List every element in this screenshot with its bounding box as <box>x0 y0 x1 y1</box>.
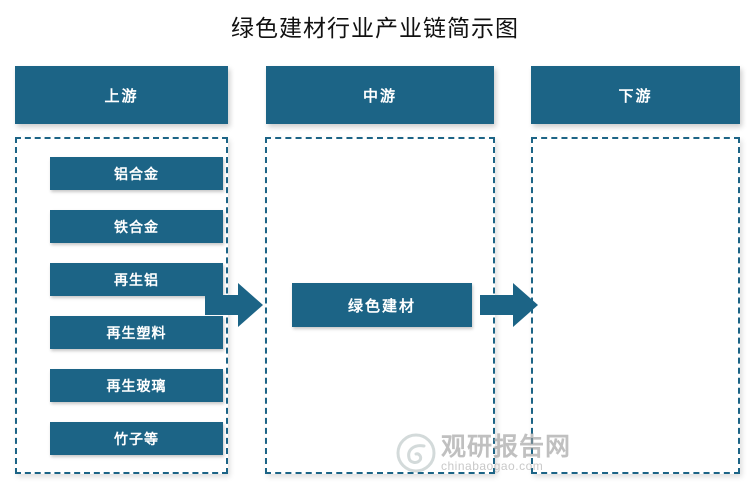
node-upstream-4: 再生塑料 <box>50 316 223 349</box>
node-upstream-2: 铁合金 <box>50 210 223 243</box>
page-title: 绿色建材行业产业链简示图 <box>231 16 519 41</box>
stage-header-midstream: 中游 <box>266 66 494 124</box>
node-upstream-5: 再生玻璃 <box>50 369 223 402</box>
stage-body-downstream: 房地产 基础设施建设 工业厂房建设 家装等 <box>531 137 740 474</box>
arrow-right-icon-upstream-to-midstream <box>205 281 263 329</box>
node-upstream-1: 铝合金 <box>50 157 223 190</box>
stage-body-upstream: 铝合金 铁合金 再生铝 再生塑料 再生玻璃 竹子等 <box>15 137 228 474</box>
stage-header-upstream: 上游 <box>15 66 228 124</box>
stage-header-downstream: 下游 <box>531 66 740 124</box>
arrow-right-icon-midstream-to-downstream <box>480 281 538 329</box>
node-upstream-6: 竹子等 <box>50 422 223 455</box>
node-midstream-1: 绿色建材 <box>292 283 472 327</box>
node-upstream-3: 再生铝 <box>50 263 223 296</box>
